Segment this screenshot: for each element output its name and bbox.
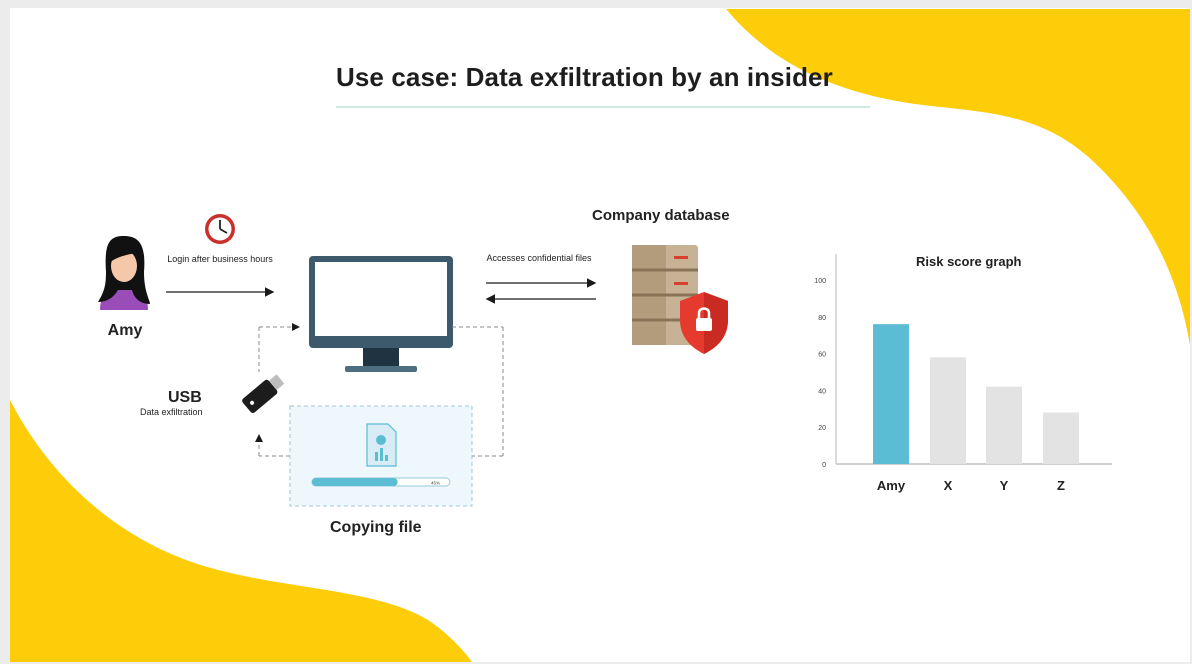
page-title: Use case: Data exfiltration by an inside… bbox=[336, 62, 833, 92]
clock-icon bbox=[205, 214, 235, 244]
computer-monitor-icon bbox=[309, 256, 453, 372]
file-chart-icon bbox=[366, 423, 397, 467]
y-tick-label: 0 bbox=[822, 462, 826, 469]
access-confidential-label: Accesses confidential files bbox=[486, 253, 592, 263]
dashed-flow-loop bbox=[255, 323, 504, 457]
x-tick-label: X bbox=[944, 478, 953, 493]
copying-file-label: Copying file bbox=[330, 519, 422, 536]
shield-lock-icon bbox=[680, 292, 728, 354]
chart-title: Risk score graph bbox=[916, 254, 1022, 269]
login-after-hours-label: Login after business hours bbox=[167, 254, 273, 264]
x-tick-label: Y bbox=[1000, 478, 1009, 493]
y-tick-label: 20 bbox=[818, 425, 826, 432]
usb-stick-icon bbox=[242, 374, 285, 413]
usb-subtitle: Data exfiltration bbox=[140, 407, 203, 417]
progress-percent: 45% bbox=[431, 481, 440, 486]
yellow-blob-bottom-left bbox=[10, 400, 472, 662]
x-tick-label: Amy bbox=[877, 478, 906, 493]
yellow-blob-top-right bbox=[726, 9, 1190, 345]
bar-x bbox=[930, 357, 966, 464]
progress-fill bbox=[312, 478, 398, 486]
y-tick-label: 80 bbox=[818, 315, 826, 322]
person-avatar bbox=[98, 236, 150, 310]
database-label: Company database bbox=[592, 207, 730, 224]
bar-amy bbox=[873, 324, 909, 464]
bar-z bbox=[1043, 412, 1079, 464]
usb-title: USB bbox=[168, 389, 202, 406]
person-label: Amy bbox=[107, 322, 143, 339]
y-tick-label: 100 bbox=[814, 278, 826, 285]
y-tick-label: 60 bbox=[818, 352, 826, 359]
bar-y bbox=[986, 386, 1022, 464]
x-tick-label: Z bbox=[1057, 478, 1065, 493]
page-card bbox=[10, 8, 1190, 662]
y-tick-label: 40 bbox=[818, 388, 826, 395]
